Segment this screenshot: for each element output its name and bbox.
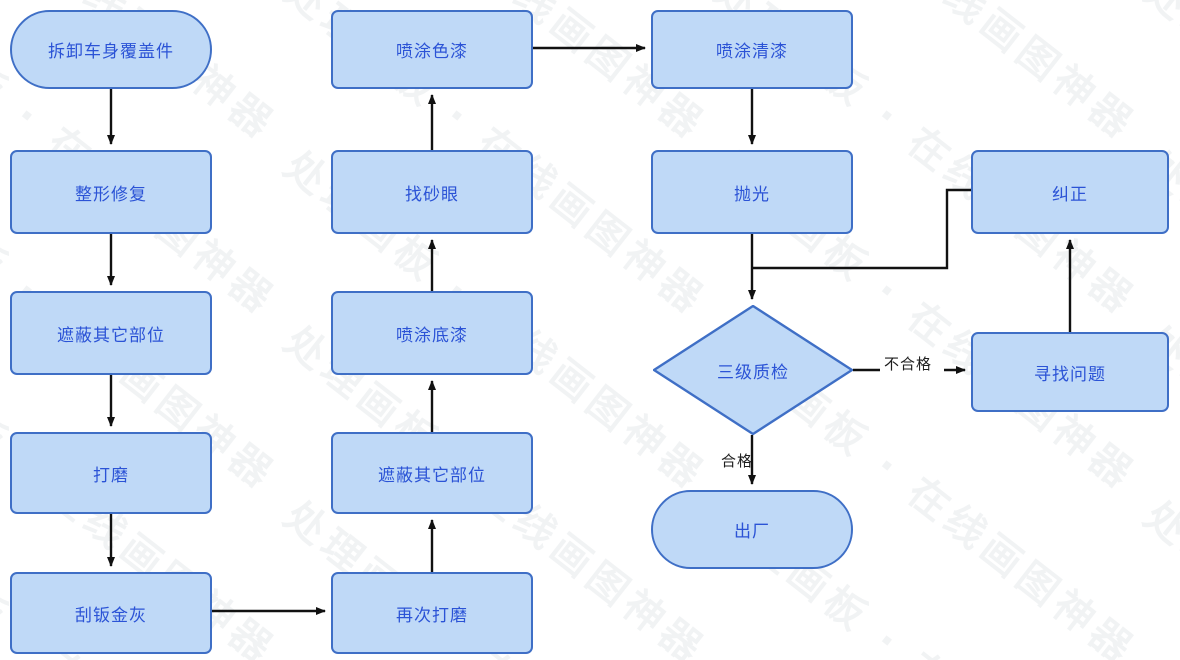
node-n10[interactable]: 喷涂色漆: [331, 10, 533, 89]
node-n13[interactable]: 三级质检: [653, 305, 853, 435]
node-n5[interactable]: 刮钣金灰: [10, 572, 212, 654]
node-label: 喷涂底漆: [396, 325, 468, 346]
node-n14[interactable]: 出厂: [651, 490, 853, 569]
node-n4[interactable]: 打磨: [10, 432, 212, 514]
node-n8[interactable]: 喷涂底漆: [331, 291, 533, 375]
node-label: 遮蔽其它部位: [378, 465, 486, 486]
node-label: 再次打磨: [396, 605, 468, 626]
node-label: 出厂: [734, 522, 770, 542]
node-n11[interactable]: 喷涂清漆: [651, 10, 853, 89]
edge-label: 不合格: [884, 355, 933, 373]
node-label: 拆卸车身覆盖件: [48, 42, 174, 62]
node-label: 找砂眼: [405, 184, 459, 205]
diamond-shape: [653, 305, 853, 435]
node-n7[interactable]: 遮蔽其它部位: [331, 432, 533, 514]
node-n9[interactable]: 找砂眼: [331, 150, 533, 234]
node-n1[interactable]: 拆卸车身覆盖件: [10, 10, 212, 89]
node-label: 刮钣金灰: [75, 605, 147, 626]
node-n12[interactable]: 抛光: [651, 150, 853, 234]
node-label: 整形修复: [75, 184, 147, 205]
node-n2[interactable]: 整形修复: [10, 150, 212, 234]
node-label: 抛光: [734, 184, 770, 205]
node-label: 三级质检: [717, 362, 789, 383]
node-label: 打磨: [93, 465, 129, 486]
node-label: 喷涂色漆: [396, 42, 468, 62]
node-label: 遮蔽其它部位: [57, 325, 165, 346]
node-n3[interactable]: 遮蔽其它部位: [10, 291, 212, 375]
node-n16[interactable]: 寻找问题: [971, 332, 1169, 412]
node-label: 纠正: [1052, 184, 1088, 205]
edge-label: 合格: [721, 452, 754, 470]
edge-n15-feedback: [752, 188, 971, 270]
node-label: 喷涂清漆: [716, 42, 788, 62]
node-n15[interactable]: 纠正: [971, 150, 1169, 234]
node-label: 寻找问题: [1034, 364, 1106, 385]
node-n6[interactable]: 再次打磨: [331, 572, 533, 654]
